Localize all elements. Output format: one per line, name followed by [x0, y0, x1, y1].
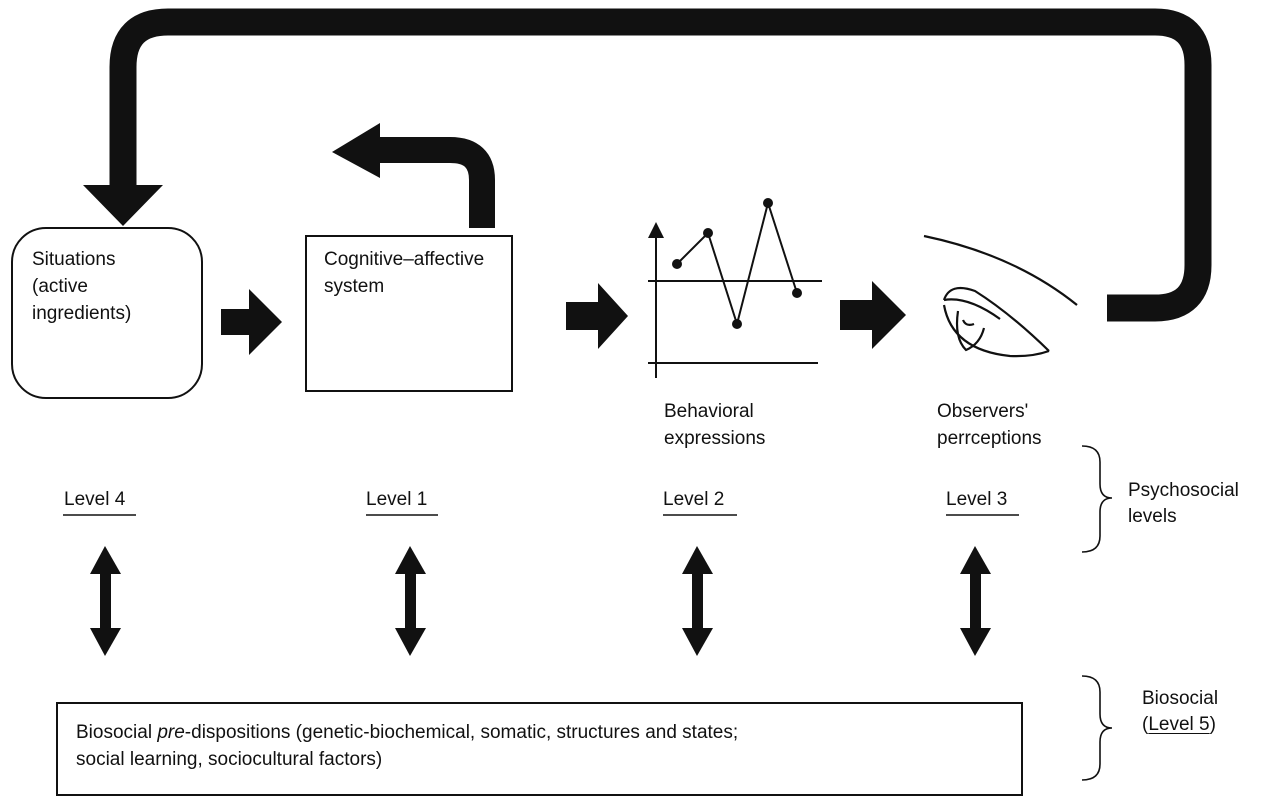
behavior-chart: [648, 198, 822, 378]
self-loop-arrowhead: [332, 123, 380, 178]
cognitive-affective-box: [305, 235, 513, 392]
biosocial-box-line1-rest: -dispositions (genetic-biochemical, soma…: [184, 722, 739, 743]
biosocial-level-line: (Level 5): [1142, 712, 1218, 738]
situations-label: Situations (active ingredients): [32, 249, 132, 324]
biosocial-box: [56, 702, 1023, 796]
double-arrow-level4: [90, 546, 121, 656]
eye-upper-lid-inner: [943, 298, 1001, 320]
biosocial-level-label: Biosocial (Level 5): [1142, 686, 1218, 738]
biosocial-close-paren: ): [1209, 714, 1216, 735]
biosocial-box-prefix: Biosocial: [76, 722, 158, 743]
eye-iris: [955, 310, 986, 352]
eye-lower-lid: [942, 304, 1050, 358]
behavioral-expressions-label: Behavioral expressions: [664, 401, 766, 449]
biosocial-brace: [1081, 675, 1113, 781]
situations-box: [11, 227, 203, 399]
biosocial-open-paren: (: [1142, 714, 1149, 735]
biosocial-box-line2: social learning, sociocultural factors): [76, 749, 383, 770]
feedback-loop-arrowhead-large: [83, 185, 163, 226]
cognitive-affective-label: Cognitive–affective system: [324, 249, 485, 297]
biosocial-level-5: Level 5: [1148, 714, 1210, 735]
flow-arrow-1: [221, 289, 282, 355]
biosocial-title: Biosocial: [1142, 688, 1219, 709]
biosocial-box-italic: pre: [157, 722, 185, 743]
eye-brow: [923, 234, 1078, 306]
flow-arrow-3: [840, 281, 906, 349]
psychosocial-levels-label: Psychosocial levels: [1128, 480, 1239, 527]
double-arrow-level3: [960, 546, 991, 656]
level2-label: Level 2: [663, 489, 725, 510]
psychosocial-brace: [1081, 445, 1113, 553]
behavior-chart-point-3: [732, 319, 742, 329]
level1-label: Level 1: [366, 489, 428, 510]
behavior-chart-point-5: [792, 288, 802, 298]
flow-arrow-2: [566, 283, 628, 349]
feedback-loop-arrow-large: [109, 8, 1212, 322]
eye-icon: [923, 234, 1078, 358]
double-arrow-level1: [395, 546, 426, 656]
behavior-chart-line: [676, 199, 798, 328]
behavior-chart-point-2: [703, 228, 713, 238]
behavior-chart-point-1: [672, 259, 682, 269]
biosocial-box-text: Biosocial pre-dispositions (genetic-bioc…: [76, 719, 738, 773]
biosocial-box-line1: Biosocial pre-dispositions (genetic-bioc…: [76, 719, 738, 746]
self-loop-arrow: [378, 137, 495, 228]
eye-pupil: [961, 319, 975, 326]
double-arrow-level2: [682, 546, 713, 656]
eye-upper-lid: [942, 286, 1050, 352]
level4-label: Level 4: [64, 489, 126, 510]
behavior-chart-point-4: [763, 198, 773, 208]
observers-perceptions-label: Observers' perrceptions: [937, 401, 1042, 449]
level3-label: Level 3: [946, 489, 1008, 510]
behavior-chart-y-arrowhead: [648, 222, 664, 238]
